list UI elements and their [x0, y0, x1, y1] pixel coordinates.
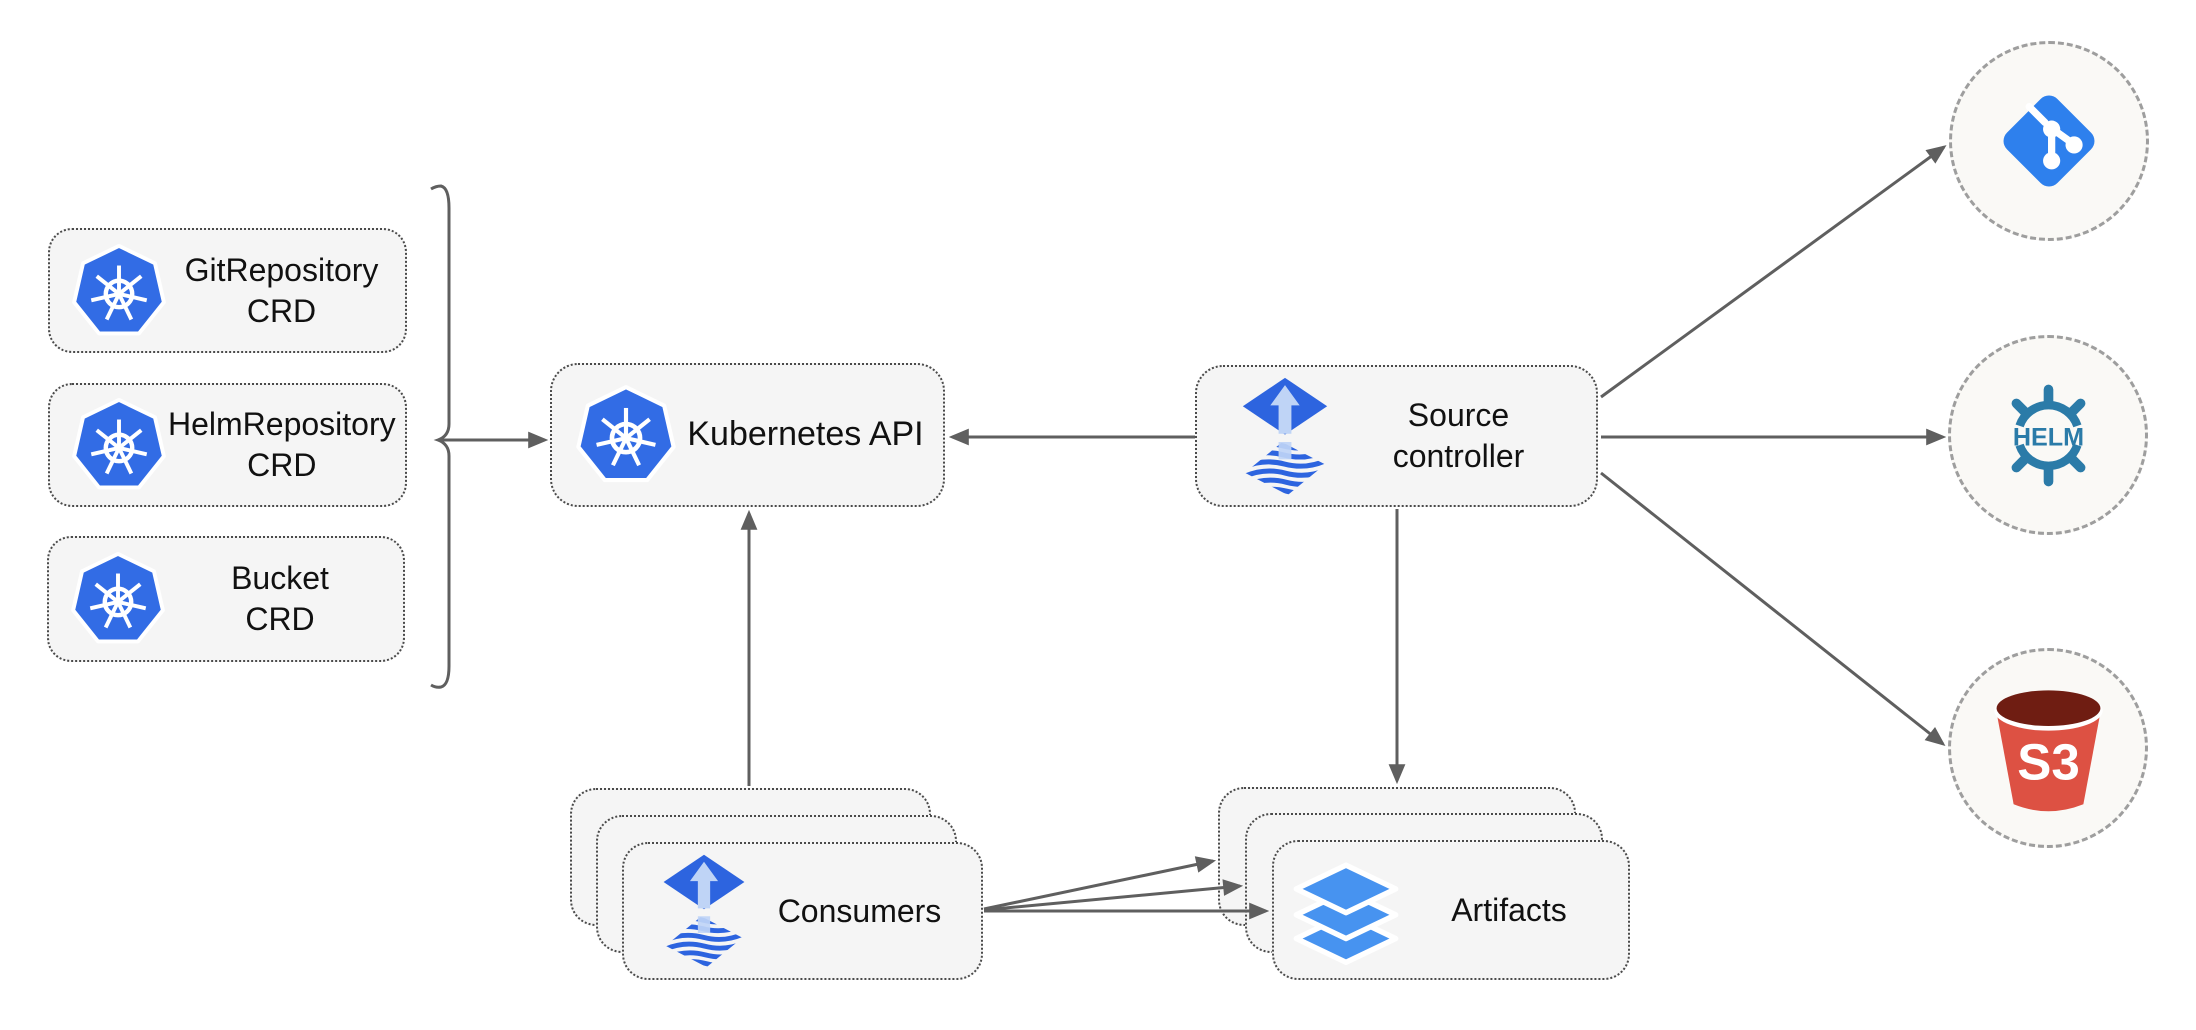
kubernetes-api-text: Kubernetes API [687, 415, 924, 454]
git-icon [2003, 95, 2095, 187]
node-artifacts-label: Artifacts [1400, 890, 1628, 931]
edge-source-controller-to-s3 [1600, 471, 1946, 746]
helm-icon: HELM [2011, 384, 2085, 486]
node-helmrepository-crd-label: HelmRepository CRD [168, 404, 406, 486]
node-consumers-label: Consumers [748, 891, 981, 932]
layers-icon [1293, 861, 1399, 965]
node-gitrepository-crd: GitRepository CRD [48, 228, 407, 353]
helm-logo-text: HELM [2012, 423, 2083, 451]
s3-logo-text: S3 [2017, 733, 2080, 790]
crd-sub: CRD [245, 601, 315, 637]
kubernetes-icon [69, 550, 167, 648]
node-source-controller: Source controller [1195, 365, 1598, 507]
edge-source-controller-to-git [1600, 145, 1947, 399]
crd-sub: CRD [246, 292, 317, 329]
node-bucket-crd-label: Bucket CRD [167, 558, 403, 640]
node-artifacts: Artifacts [1272, 840, 1630, 980]
flux-icon [1239, 376, 1331, 497]
consumers-text: Consumers [777, 892, 942, 929]
crd-sub: CRD [247, 447, 317, 483]
node-source-controller-label: Source controller [1331, 395, 1596, 477]
source-controller-line2: controller [1392, 438, 1525, 474]
crd-title: HelmRepository [168, 406, 396, 443]
node-helmrepository-crd: HelmRepository CRD [48, 383, 407, 507]
flux-icon [660, 853, 748, 969]
edge-consumers-to-artifacts-1 [983, 856, 1217, 911]
node-gitrepository-crd-label: GitRepository CRD [168, 250, 405, 332]
kubernetes-icon [574, 383, 678, 487]
kubernetes-icon [70, 396, 168, 494]
endpoint-helm: HELM [1948, 335, 2148, 535]
kubernetes-icon [70, 242, 168, 340]
crd-title: GitRepository [184, 251, 379, 288]
s3-bucket-icon: S3 [1993, 689, 2103, 811]
endpoint-git [1949, 41, 2149, 241]
edge-consumers-to-artifacts-2 [983, 879, 1244, 912]
crd-group-bracket [430, 184, 451, 689]
node-kubernetes-api: Kubernetes API [550, 363, 945, 507]
node-consumers: Consumers [622, 842, 983, 980]
crd-title: Bucket [231, 560, 329, 597]
node-kubernetes-api-label: Kubernetes API [678, 413, 943, 457]
source-controller-line1: Source [1407, 397, 1510, 434]
endpoint-s3: S3 [1948, 648, 2148, 848]
artifacts-text: Artifacts [1451, 891, 1567, 928]
node-bucket-crd: Bucket CRD [47, 536, 405, 662]
